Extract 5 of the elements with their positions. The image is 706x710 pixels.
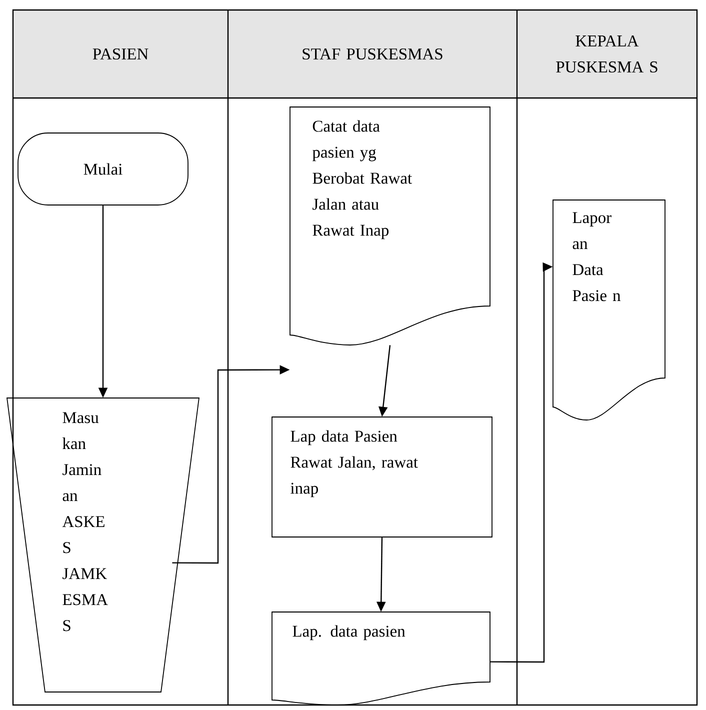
start-terminator: Mulai	[18, 132, 188, 206]
column-header: PASIEN	[92, 48, 148, 60]
process-box: Lap data Pasien Rawat Jalan, rawat inap	[272, 416, 492, 538]
column-header: STAF PUSKESMAS	[302, 48, 442, 60]
column-header: KEPALA PUSKESMA S	[556, 35, 658, 73]
